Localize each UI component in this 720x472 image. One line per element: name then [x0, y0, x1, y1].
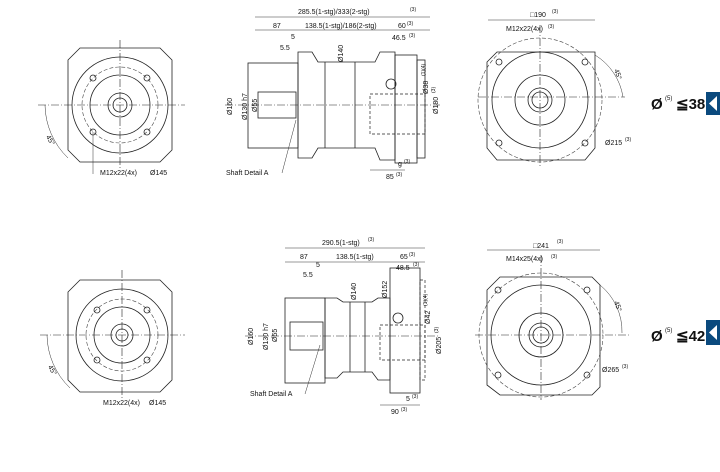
note: (3): [625, 137, 631, 143]
dim-5-5: 5.5: [303, 272, 313, 279]
dim-d130: Ø130 h7: [242, 93, 249, 120]
top-front-pcd: Ø145: [150, 170, 167, 177]
square-dim: □241: [533, 243, 549, 250]
dim-90: 90: [391, 409, 399, 416]
note: (3): [622, 364, 628, 370]
motor-thread: M12x22(4x): [506, 26, 543, 33]
note: (3): [410, 7, 416, 13]
dim-46-5: 46.5: [392, 35, 406, 42]
prev-arrow-button[interactable]: [706, 92, 720, 115]
dim-d38: Ø38: [423, 81, 430, 94]
max-bore-value: ≦38: [676, 96, 705, 113]
note: (3): [407, 21, 413, 27]
note: (3): [413, 262, 419, 268]
motor-pcd: Ø265: [602, 367, 619, 374]
note: (3): [552, 9, 558, 15]
dim-5: 5: [291, 34, 295, 41]
dim-d205: Ø205: [436, 337, 443, 354]
square-dim: □190: [530, 12, 546, 19]
note: (3): [409, 252, 415, 258]
dim-d152: Ø152: [382, 281, 389, 298]
note: (3): [551, 254, 557, 260]
bottom-side-view: 290.5(1-stg) (3) 87 138.5(1-stg) 65 (3) …: [245, 237, 443, 416]
bottom-motor-view: □241 (3) M14x25(4x) (3) 45° Ø265 (3): [475, 239, 630, 400]
top-front-view: 45° M12x22(4x) Ø145: [38, 40, 185, 177]
top-motor-view: □190 (3) M12x22(4x) (3) 45° Ø215 (3): [477, 9, 631, 168]
motor-angle: 45°: [612, 68, 623, 81]
body-dim: 138.5(1-stg): [336, 254, 374, 261]
motor-angle: 45°: [612, 300, 623, 313]
note: (3): [396, 172, 402, 178]
motor-thread: M14x25(4x): [506, 256, 543, 263]
bottom-front-view: 45° M12x22(4x) Ø145: [40, 270, 185, 407]
note: (3): [368, 237, 374, 243]
top-front-angle: 45°: [44, 134, 56, 147]
note: (5): [665, 328, 672, 334]
note: (1)(4): [423, 293, 429, 306]
note: (3): [548, 24, 554, 30]
bottom-front-pcd: Ø145: [149, 400, 166, 407]
dim-g: g: [398, 161, 402, 168]
motor-pcd: Ø215: [605, 140, 622, 147]
dim-65: 65: [400, 254, 408, 261]
diameter-symbol: Ø: [651, 96, 663, 113]
note: (3): [401, 407, 407, 413]
caret-left-icon: [709, 96, 717, 111]
dim-d160: Ø160: [227, 98, 234, 115]
top-side-view: 285.5(1-stg)/333(2-stg) (3) 87 138.5(1-s…: [225, 7, 440, 181]
max-bore-value: ≦42: [676, 328, 705, 345]
dim-5: 5: [316, 262, 320, 269]
dim-87: 87: [273, 23, 281, 30]
note: (3): [434, 327, 440, 333]
note: (5): [665, 96, 672, 102]
diameter-symbol: Ø: [651, 328, 663, 345]
body-dim: 138.5(1-stg)/186(2-stg): [305, 23, 377, 30]
top-overall-dim: 285.5(1-stg)/333(2-stg): [298, 9, 370, 16]
dim-d130: Ø130 h7: [263, 323, 270, 350]
note: (3): [431, 87, 437, 93]
note: (3): [557, 239, 563, 245]
shaft-detail-label: Shaft Detail A: [226, 170, 269, 177]
bottom-front-thread: M12x22(4x): [103, 400, 140, 407]
note: (3): [409, 33, 415, 39]
dim-d42: Ø42: [425, 311, 432, 324]
bottom-overall-dim: 290.5(1-stg): [322, 240, 360, 247]
dim-d160: Ø160: [248, 328, 255, 345]
dim-d140: Ø140: [338, 45, 345, 62]
dim-48-5: 48.5: [396, 265, 410, 272]
top-front-thread: M12x22(4x): [100, 170, 137, 177]
top-spec: Ø (5) ≦38: [651, 92, 720, 115]
dim-d140: Ø140: [351, 283, 358, 300]
dim-d55: Ø55: [272, 329, 279, 342]
dim-85: 85: [386, 174, 394, 181]
dim-5-5: 5.5: [280, 45, 290, 52]
bottom-spec: Ø (5) ≦42: [651, 320, 720, 345]
dim-5b: 5: [406, 396, 410, 403]
note: (3): [412, 394, 418, 400]
dim-87: 87: [300, 254, 308, 261]
shaft-detail-label: Shaft Detail A: [250, 391, 293, 398]
prev-arrow-button[interactable]: [706, 320, 720, 345]
bottom-front-angle: 45°: [46, 364, 58, 377]
dim-60: 60: [398, 23, 406, 30]
note: (3): [404, 159, 410, 165]
dim-d180: Ø180: [433, 97, 440, 114]
caret-left-icon: [709, 325, 717, 340]
note: (1)(4): [421, 63, 427, 76]
dim-d55: Ø55: [252, 99, 259, 112]
